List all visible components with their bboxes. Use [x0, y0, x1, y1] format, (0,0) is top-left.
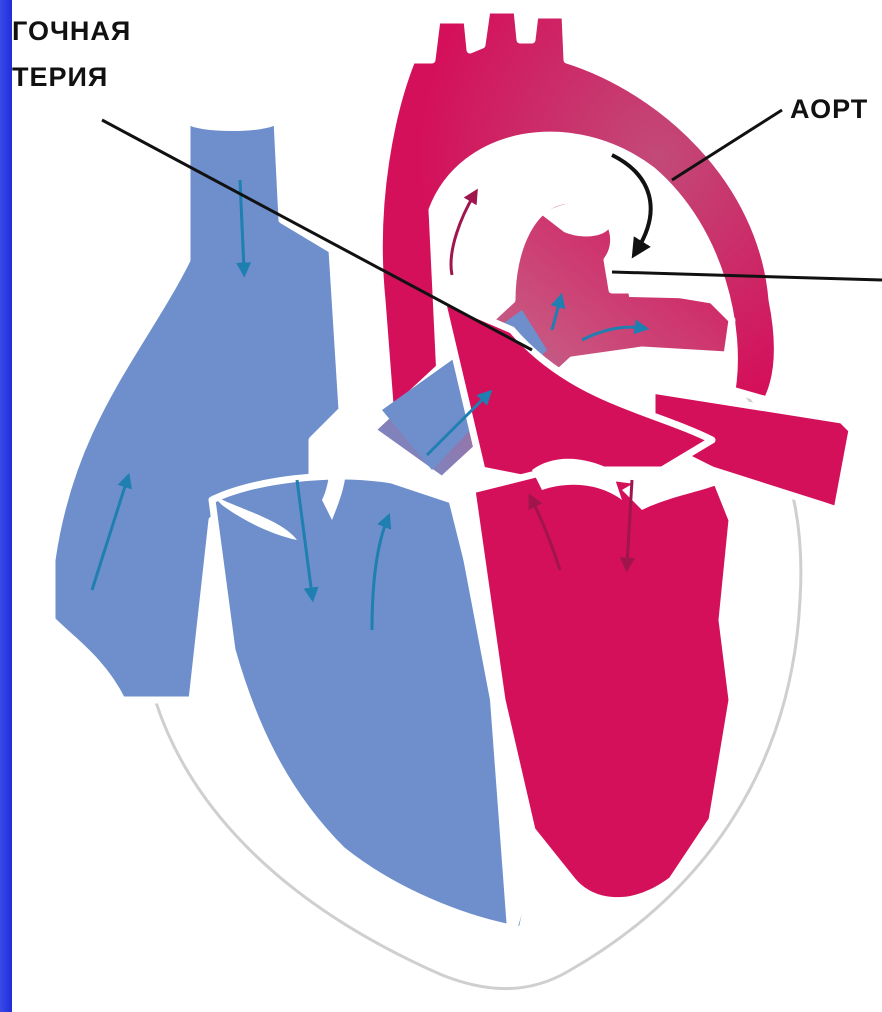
arrow-icon	[451, 195, 474, 275]
pulmonary-branch-stub	[627, 277, 712, 298]
heart-diagram	[12, 0, 882, 1012]
curved-arrow-icon	[612, 155, 651, 250]
aorta-label: АОРТ	[790, 96, 868, 123]
pulmonary-artery-label-line1: ГОЧНАЯ	[12, 18, 131, 45]
diagram-panel: ГОЧНАЯ ТЕРИЯ АОРТ	[12, 0, 882, 1012]
pulmonary-artery-label-line2: ТЕРИЯ	[12, 64, 108, 91]
